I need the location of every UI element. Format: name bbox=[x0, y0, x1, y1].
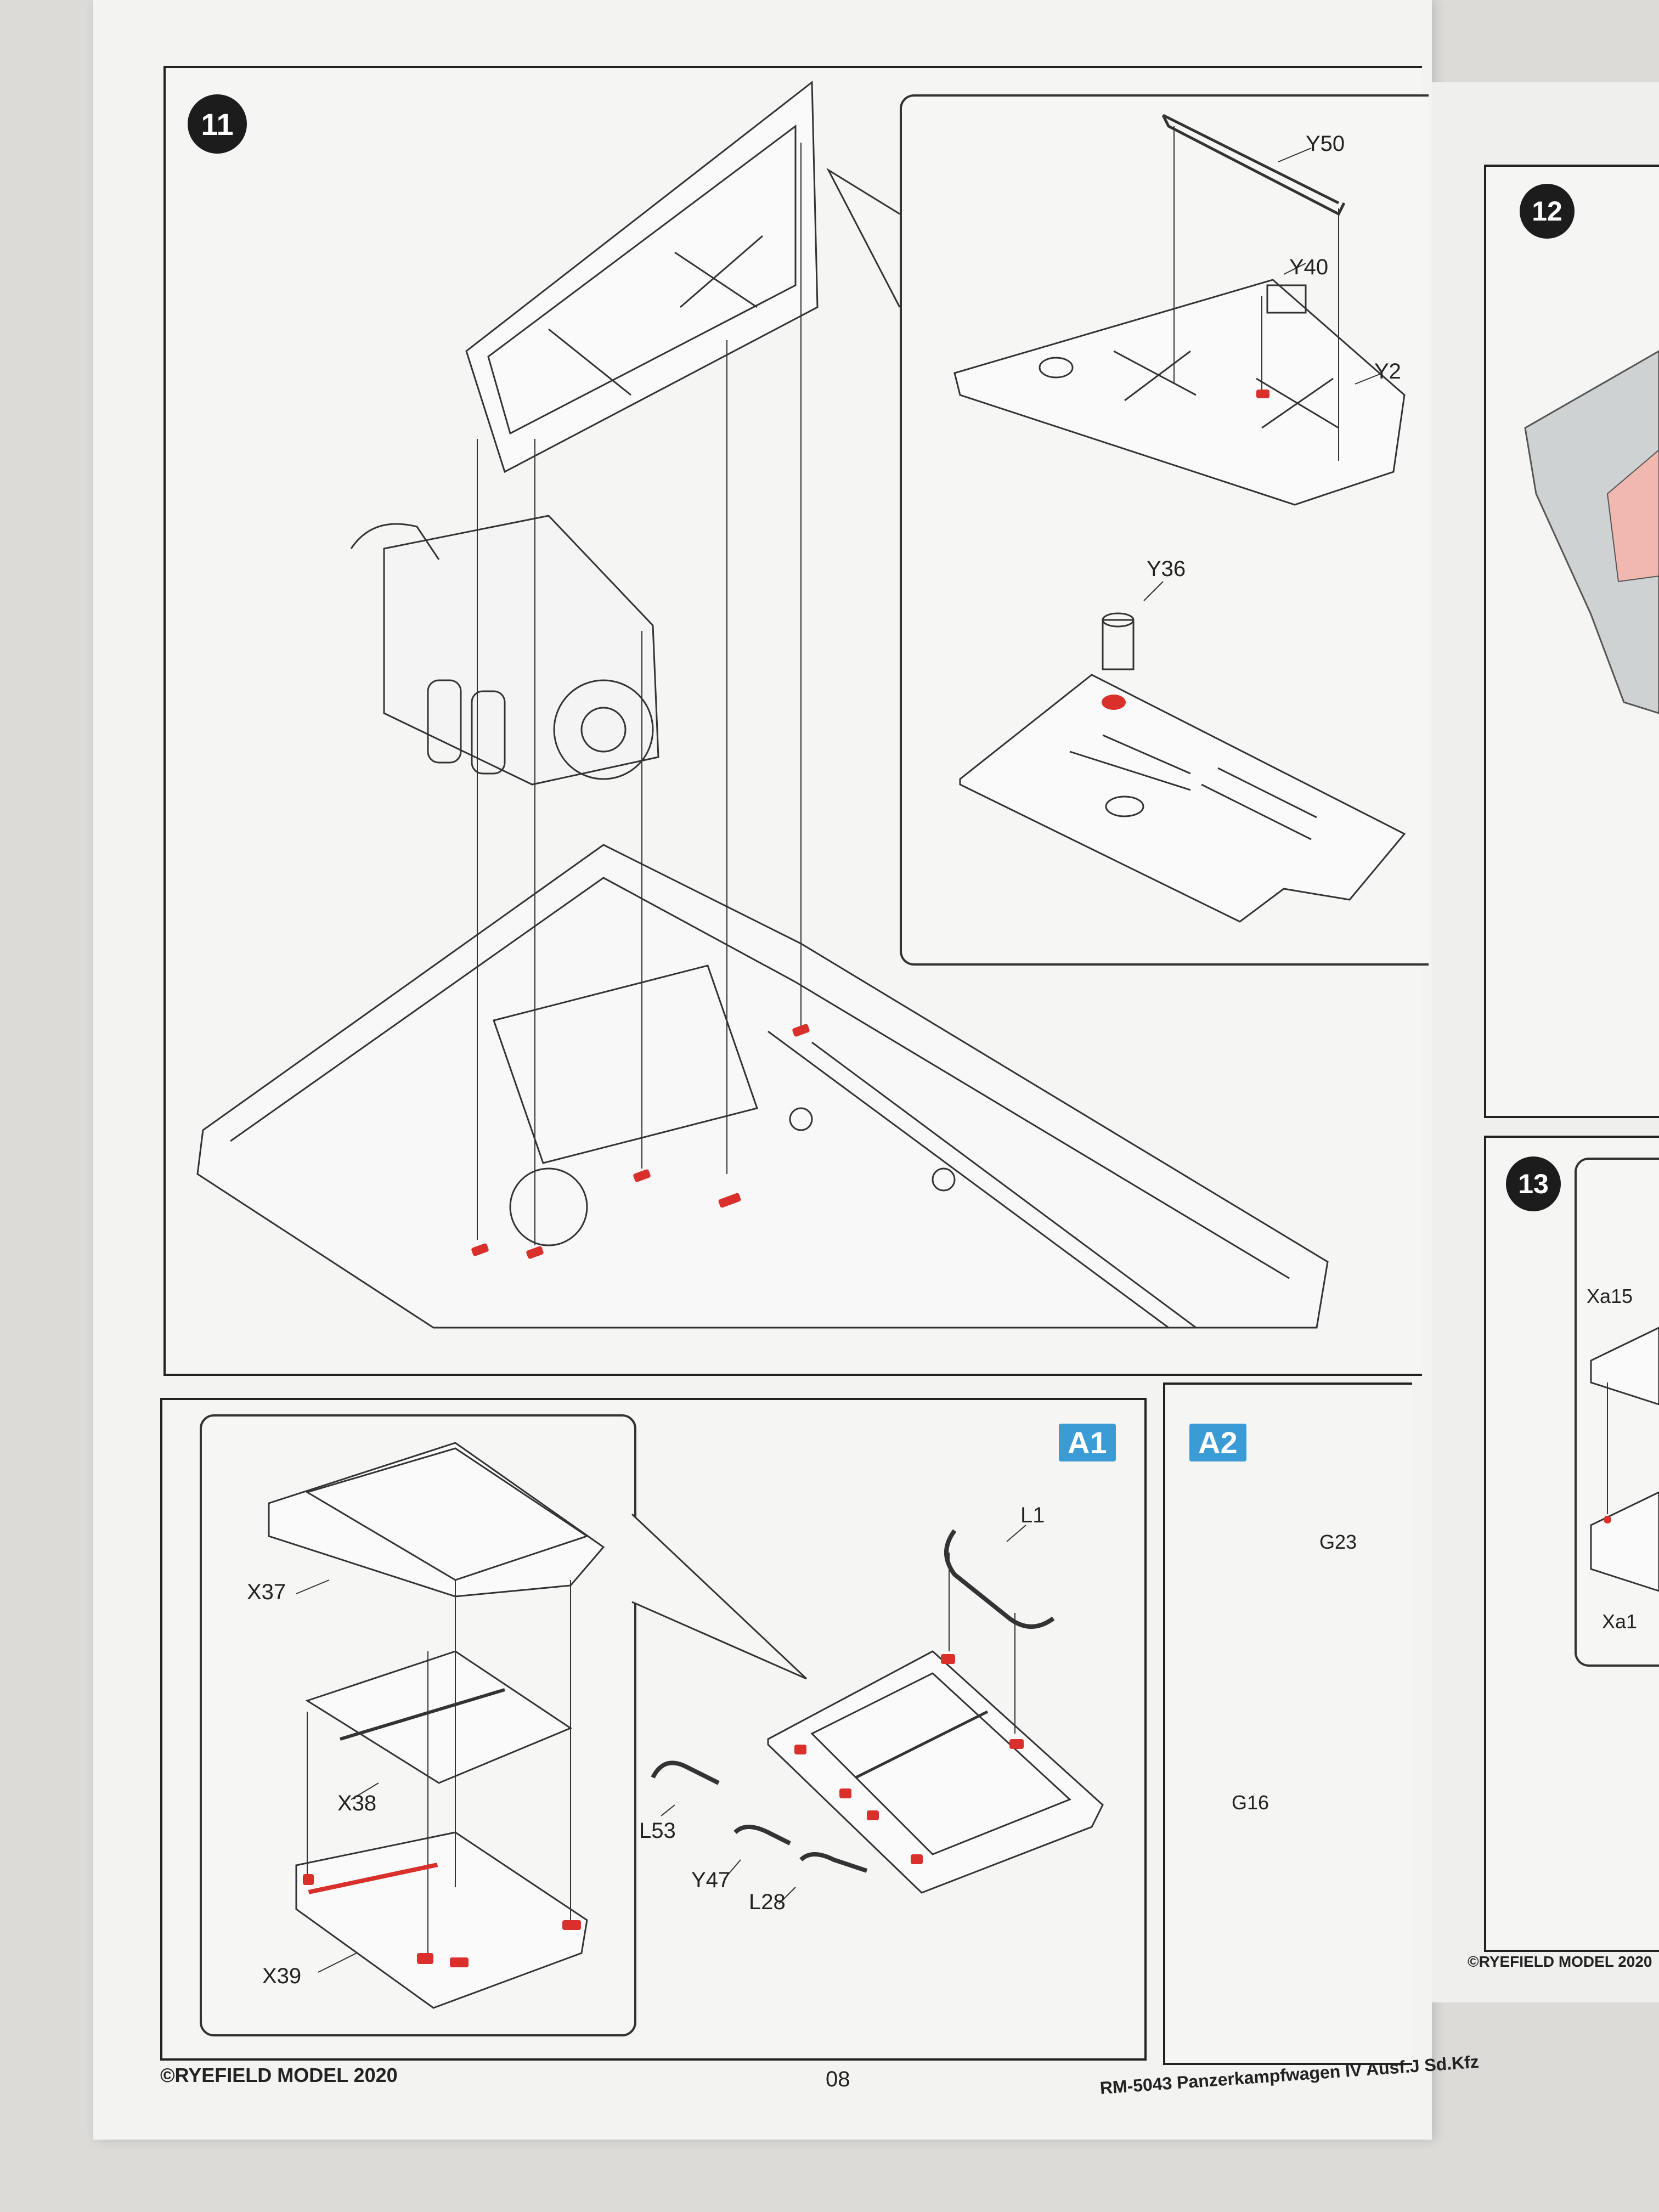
part-label-y50: Y50 bbox=[1306, 132, 1345, 156]
part-label-x39: X39 bbox=[262, 1964, 302, 1988]
part-label-y47: Y47 bbox=[691, 1868, 731, 1892]
part-label-x37: X37 bbox=[247, 1580, 286, 1604]
engine-icon bbox=[350, 515, 659, 786]
part-label-l1: L1 bbox=[1020, 1503, 1045, 1527]
hull-chassis-icon bbox=[196, 844, 1329, 1329]
part-label-y36: Y36 bbox=[1147, 557, 1186, 581]
part-label-l53: L53 bbox=[639, 1819, 676, 1843]
part-label-y2: Y2 bbox=[1374, 359, 1401, 383]
page-number: 08 bbox=[826, 2067, 850, 2091]
variant-a2-badge: A2 bbox=[1189, 1424, 1246, 1462]
variant-a2-panel bbox=[1163, 1383, 1412, 2065]
part-label-g23: G23 bbox=[1319, 1531, 1357, 1553]
part-label-xa1: Xa1 bbox=[1602, 1610, 1638, 1633]
part-label-y40: Y40 bbox=[1289, 255, 1329, 279]
part-label-x38: X38 bbox=[337, 1791, 377, 1815]
footer-copyright: ©RYEFIELD MODEL 2020 bbox=[160, 2064, 398, 2086]
part-label-g16: G16 bbox=[1232, 1791, 1269, 1814]
part-label-xa15: Xa15 bbox=[1587, 1285, 1633, 1307]
step-11-marker: 11 bbox=[188, 94, 247, 154]
step-12-marker: 12 bbox=[1520, 184, 1575, 239]
step-13-marker: 13 bbox=[1506, 1156, 1561, 1211]
footer-copyright-right: ©RYEFIELD MODEL 2020 bbox=[1468, 1953, 1652, 1970]
part-label-l28: L28 bbox=[749, 1890, 786, 1914]
variant-a1-badge: A1 bbox=[1059, 1424, 1116, 1462]
